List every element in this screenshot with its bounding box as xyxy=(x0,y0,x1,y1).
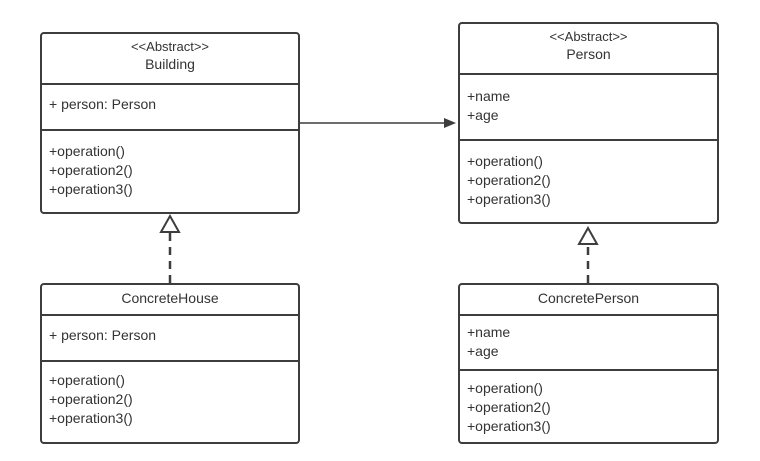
class-stereotype: <<Abstract>> xyxy=(130,39,210,54)
attribute: +name xyxy=(467,88,511,104)
operation: +operation() xyxy=(467,380,543,396)
operation: +operation2() xyxy=(49,162,133,178)
class-header: ConcreteHouse xyxy=(42,285,298,316)
operation: +operation2() xyxy=(467,172,551,188)
class-name: ConcreteHouse xyxy=(121,290,219,306)
class-operations: +operation() +operation2() +operation3() xyxy=(460,141,717,209)
attribute: +age xyxy=(467,107,499,123)
class-attributes: + person: Person xyxy=(42,316,298,362)
class-concrete-house[interactable]: ConcreteHouse + person: Person +operatio… xyxy=(40,283,300,444)
operation: +operation3() xyxy=(467,191,551,207)
operation: +operation3() xyxy=(49,410,133,426)
realization-arrowhead-person xyxy=(577,225,599,245)
class-name: ConcretePerson xyxy=(537,290,640,306)
class-operations: +operation() +operation2() +operation3() xyxy=(42,362,298,428)
operation: +operation2() xyxy=(49,391,133,407)
operation: +operation() xyxy=(49,372,125,388)
realization-arrowhead-house xyxy=(159,213,181,233)
attribute: +age xyxy=(467,343,499,359)
class-attributes: +name +age xyxy=(460,316,717,371)
class-operations: +operation() +operation2() +operation3() xyxy=(460,371,717,436)
class-name: Person xyxy=(566,46,611,62)
class-stereotype: <<Abstract>> xyxy=(549,29,628,44)
class-concrete-person[interactable]: ConcretePerson +name +age +operation() +… xyxy=(458,283,719,444)
operation: +operation() xyxy=(467,153,543,169)
class-attributes: + person: Person xyxy=(42,85,298,131)
attribute: + person: Person xyxy=(49,96,157,112)
operation: +operation2() xyxy=(467,399,551,415)
association-arrowhead xyxy=(444,118,456,128)
class-header: <<Abstract>> Building xyxy=(42,34,298,85)
operation: +operation3() xyxy=(467,418,551,434)
attribute: + person: Person xyxy=(49,327,157,343)
class-operations: +operation() +operation2() +operation3() xyxy=(42,131,298,199)
attribute: +name xyxy=(467,324,511,340)
operation: +operation3() xyxy=(49,181,133,197)
class-building[interactable]: <<Abstract>> Building + person: Person +… xyxy=(40,32,300,214)
class-header: <<Abstract>> Person xyxy=(460,24,717,75)
operation: +operation() xyxy=(49,143,125,159)
class-name: Building xyxy=(145,56,195,72)
class-header: ConcretePerson xyxy=(460,285,717,316)
class-attributes: +name +age xyxy=(460,75,717,141)
class-person[interactable]: <<Abstract>> Person +name +age +operatio… xyxy=(458,22,719,224)
